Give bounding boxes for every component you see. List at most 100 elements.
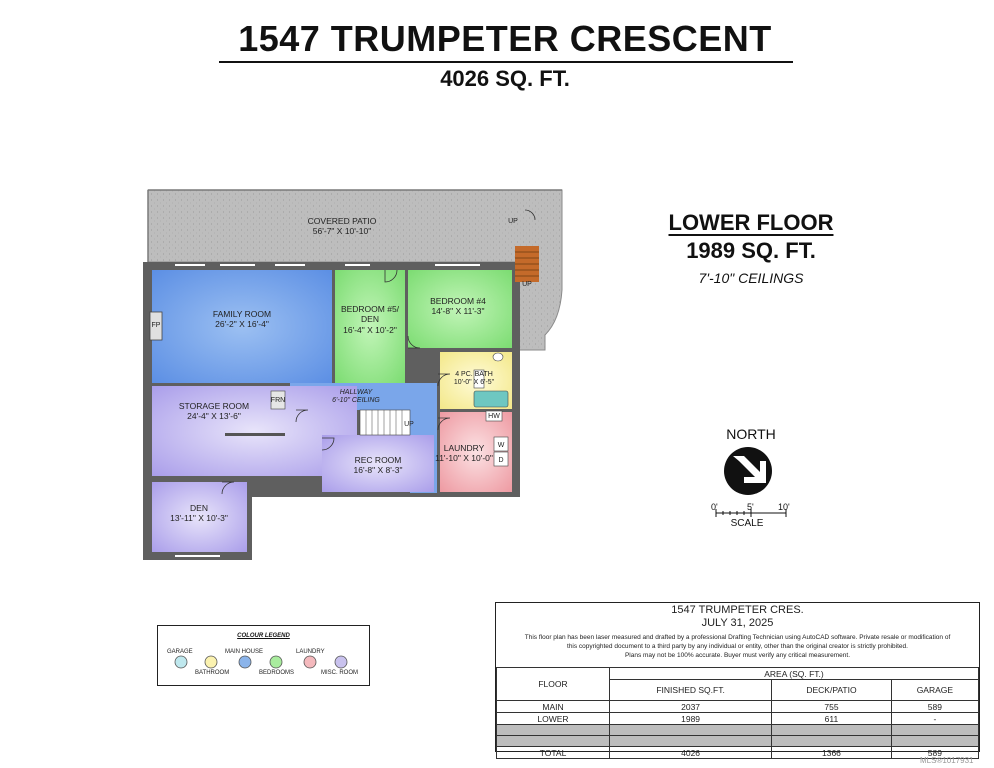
- legend-swatches: [174, 655, 348, 669]
- floor-area: 1989 SQ. FT.: [686, 238, 816, 263]
- table-row: LOWER 1989 611 -: [496, 712, 980, 725]
- washer-label: W: [498, 442, 505, 449]
- scale-tick-10: 10': [778, 502, 790, 512]
- disclaimer-line: Plans may not be 100% accurate. Buyer mu…: [624, 652, 851, 659]
- washer: [493, 436, 509, 452]
- table-spacer-row: [496, 724, 980, 736]
- bath-label: 4 PC. BATH: [455, 371, 493, 378]
- table-cell-deck: 755: [771, 700, 892, 713]
- storage-room-label: STORAGE ROOM: [179, 401, 249, 411]
- disclaimer-line: this copyrighted document to a third par…: [567, 643, 908, 650]
- stairs-up-label: UP: [404, 421, 414, 428]
- den-dims: 13'-11" X 10'-3": [170, 513, 228, 523]
- furnace-label: FRN: [271, 397, 285, 404]
- table-total-garage: 589: [890, 746, 980, 759]
- interior-stairs: [359, 409, 411, 436]
- disclaimer-line: This floor plan has been laser measured …: [524, 634, 951, 641]
- table-total-deck: 1366: [771, 746, 892, 759]
- legend-swatch-bathroom: [204, 655, 218, 669]
- bedroom-5-label: BEDROOM #5/: [341, 304, 400, 314]
- toilet: [492, 352, 504, 362]
- legend-label-misc-room: MISC. ROOM: [321, 670, 358, 676]
- table-header-garage: GARAGE: [890, 679, 980, 701]
- fireplace: [149, 311, 163, 341]
- windows: [175, 264, 480, 557]
- rec-room-label: REC ROOM: [355, 455, 402, 465]
- north-label: NORTH: [726, 426, 776, 442]
- table-cell-garage: 589: [890, 700, 980, 713]
- table-cell-finished: 2037: [608, 700, 773, 713]
- covered-patio-dims: 56'-7" X 10'-10": [313, 226, 371, 236]
- family-room-dims: 26'-2" X 16'-4": [215, 319, 269, 329]
- info-address: 1547 TRUMPETER CRES.: [671, 604, 804, 616]
- floor-name: LOWER FLOOR: [668, 210, 834, 235]
- laundry-dims: 11'-10" X 10'-0": [435, 453, 493, 463]
- mls-watermark: MLS®1017931: [920, 756, 974, 765]
- legend-label-bedrooms: BEDROOMS: [259, 670, 295, 676]
- storage-room-dims: 24'-4" X 13'-6": [187, 411, 241, 421]
- rec-room-dims: 16'-8" X 8'-3": [354, 465, 403, 475]
- table-header-deck: DECK/PATIO: [771, 679, 892, 701]
- legend-swatch-main-house: [238, 655, 252, 669]
- legend-swatch-laundry: [303, 655, 317, 669]
- vanity: [473, 369, 485, 389]
- den-label: DEN: [190, 503, 208, 513]
- family-room-label: FAMILY ROOM: [213, 309, 271, 319]
- den-room: [152, 482, 247, 552]
- table-cell-floor: MAIN: [496, 700, 610, 713]
- hot-water-label: HW: [488, 413, 500, 420]
- covered-patio-label: COVERED PATIO: [308, 216, 377, 226]
- table-header-area: AREA (SQ. FT.): [609, 667, 979, 680]
- info-date: JULY 31, 2025: [701, 617, 774, 629]
- table-cell-deck: 611: [771, 712, 892, 725]
- legend-label-main-house: MAIN HOUSE: [225, 649, 264, 655]
- title-underline: [219, 61, 793, 63]
- table-total-finished: 4026: [608, 746, 773, 759]
- legend-swatch-garage: [174, 655, 188, 669]
- hallway-label: HALLWAY: [340, 389, 374, 396]
- floor-ceiling-height: 7'-10" CEILINGS: [698, 270, 804, 286]
- table-total-row: TOTAL 4026 1366 589: [496, 746, 980, 759]
- family-room: [152, 270, 332, 383]
- door-swings: [221, 209, 536, 495]
- dryer-label: D: [498, 457, 503, 464]
- table-header-floor: FLOOR: [496, 667, 610, 701]
- colour-legend-box: [157, 625, 370, 686]
- storage-shelf: [225, 433, 285, 436]
- floor-heading: LOWER FLOOR 1989 SQ. FT. 7'-10" CEILINGS: [660, 210, 842, 286]
- area-table: FLOOR AREA (SQ. FT.) FINISHED SQ.FT. DEC…: [496, 667, 980, 759]
- bedroom-4: [408, 270, 512, 348]
- total-area-subtitle: 4026 SQ. FT.: [440, 66, 570, 91]
- patio-up-label: UP: [508, 218, 518, 225]
- bath-dims: 10'-0" X 6'-5": [454, 379, 495, 386]
- exterior-stairs: [515, 246, 539, 282]
- bedroom-5-label-2: DEN: [361, 314, 379, 324]
- rec-room: [322, 435, 434, 492]
- info-disclaimer: This floor plan has been laser measured …: [495, 633, 980, 660]
- table-cell-floor: LOWER: [496, 712, 610, 725]
- legend-label-bathroom: BATHROOM: [195, 670, 230, 676]
- legend-swatch-bedrooms: [269, 655, 283, 669]
- bedroom-5: [335, 270, 405, 383]
- bathtub: [473, 390, 509, 408]
- table-total-floor: TOTAL: [496, 746, 610, 759]
- north-compass-icon: [724, 447, 772, 495]
- legend-label-laundry: LAUNDRY: [296, 649, 325, 655]
- table-spacer-row: [496, 735, 980, 747]
- table-header-finished: FINISHED SQ.FT.: [608, 679, 773, 701]
- legend-swatch-misc-room: [334, 655, 348, 669]
- scale-bar: [715, 509, 787, 517]
- colour-legend-title: COLOUR LEGEND: [237, 633, 290, 639]
- scale-label: SCALE: [730, 518, 764, 529]
- table-cell-garage: -: [890, 712, 980, 725]
- dryer: [493, 451, 509, 467]
- bedroom-5-dims: 16'-4" X 10'-2": [343, 325, 397, 335]
- exterior-stairs-up-label: UP: [522, 281, 532, 288]
- scale-tick-5: 5': [747, 502, 754, 512]
- hot-water-tank: [485, 410, 503, 422]
- plan-title: 1547 TRUMPETER CRESCENT: [238, 18, 772, 59]
- fireplace-label: FP: [152, 322, 161, 329]
- laundry-label: LAUNDRY: [444, 443, 485, 453]
- bedroom-4-dims: 14'-8" X 11'-3": [431, 306, 484, 316]
